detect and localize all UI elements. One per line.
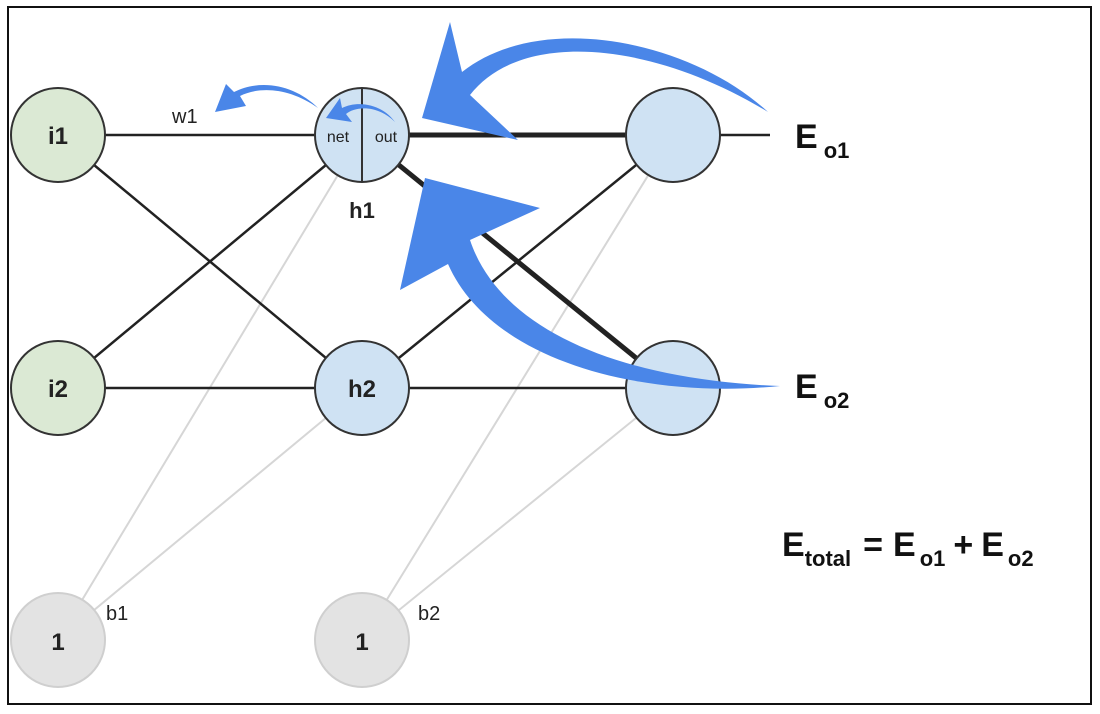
edge-b2-o2	[361, 387, 674, 641]
edge-i2-h1	[57, 134, 363, 389]
label-b1-node: 1	[51, 629, 64, 656]
formula-t1-sub: o1	[920, 546, 946, 571]
formula-t2-main: E	[981, 526, 1004, 564]
formula-t1-main: E	[893, 526, 916, 564]
label-h1-net: net	[327, 129, 350, 146]
error-eo1-main: E	[795, 118, 818, 156]
frame-border	[7, 6, 1092, 705]
error-eo2-main: E	[795, 368, 818, 406]
label-i1: i1	[48, 123, 68, 150]
label-w1: w1	[171, 106, 198, 128]
label-b1: b1	[106, 603, 128, 625]
node-h2	[314, 340, 410, 436]
label-b2-node: 1	[355, 629, 368, 656]
error-eo2-sub: o2	[824, 388, 850, 413]
label-h2: h2	[348, 376, 376, 403]
arrow-to-w1	[215, 84, 318, 112]
edge-h2-o1	[361, 134, 674, 389]
formula-lhs-sub: total	[805, 546, 851, 571]
arrow-eo1-to-h1	[422, 22, 768, 140]
arrow-eo2-to-h1	[400, 178, 780, 389]
label-b2: b2	[418, 603, 440, 625]
formula-equals: =	[863, 526, 883, 564]
node-b2	[314, 592, 410, 688]
label-h1: h1	[349, 198, 375, 223]
node-i2	[10, 340, 106, 436]
label-h1-out: out	[375, 129, 398, 146]
label-i2: i2	[48, 376, 68, 403]
backprop-arrows	[215, 22, 780, 389]
node-i1	[10, 87, 106, 183]
node-o1	[625, 87, 721, 183]
node-b1	[10, 592, 106, 688]
formula-lhs-main: E	[782, 526, 805, 564]
formula-plus: +	[953, 526, 973, 564]
arrow-inside-h1	[326, 98, 395, 122]
formula-t2-sub: o2	[1008, 546, 1034, 571]
edge-b1-h2	[57, 387, 363, 641]
error-eo1-sub: o1	[824, 138, 850, 163]
